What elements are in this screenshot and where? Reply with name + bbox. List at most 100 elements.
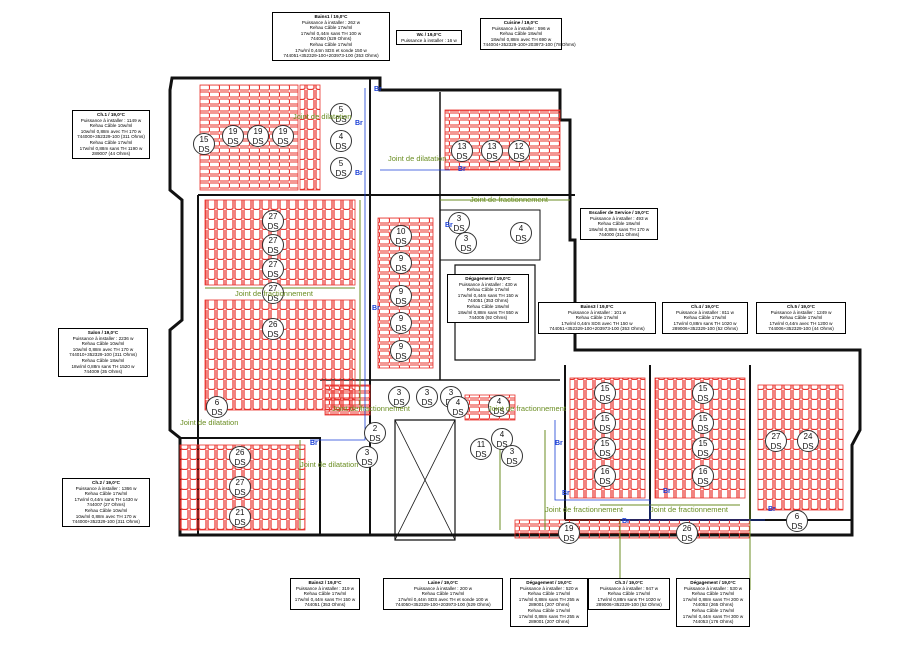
zone-unit: DS	[211, 408, 223, 417]
zone-number: 15	[698, 414, 708, 423]
zone-unit: DS	[267, 294, 279, 303]
room-title: Ch.4 / 19,0°C	[691, 304, 719, 309]
thermostat-marker: Br	[555, 440, 563, 447]
room-line: Rehau Câble 18w/ml	[499, 31, 543, 37]
room-line: 17w/ml 0,44m SDS et sonde 150 w	[295, 47, 367, 53]
room-line: Puissance à installer : 200 w	[413, 585, 473, 591]
zone-unit: DS	[395, 297, 407, 306]
room-title: Ch.2 / 19,0°C	[92, 480, 120, 485]
room-title: Ch.1 / 19,0°C	[97, 112, 125, 117]
joint-label: Joint de fractionnement	[332, 404, 410, 413]
joint-label: Joint de dilatation	[180, 418, 239, 427]
zone-number: 2	[372, 424, 378, 433]
zone-number: 19	[253, 127, 263, 136]
room-line: 18w/ml 0,88m sans TH 550 w	[457, 309, 519, 315]
room-label-salon: Salon / 19,0°C Puissance à installer : 2…	[58, 328, 148, 377]
room-line: Rehau Câble 10w/ml	[89, 123, 133, 129]
room-line: 744050+352329-100+203973-100 (529 Ohms)	[395, 602, 491, 608]
room-line: 17w/ml 0,44m SDS avec TH 150 w	[561, 320, 633, 326]
room-line: Puissance à installer : 1366 w	[75, 485, 137, 491]
room-line: 17w/ml 0,44m sans TH 100 w	[300, 30, 362, 36]
room-line: Puissance à installer : 1249 w	[770, 309, 832, 315]
zone-number: 6	[214, 398, 220, 407]
room-label-degagement1: Dégagement / 19,0°C Puissance à installe…	[447, 274, 529, 323]
room-line: 744051 (353 Ohms)	[304, 602, 346, 608]
room-line: 744006+352329-100 (44 Ohms)	[768, 326, 834, 332]
room-line: 18w/ml 0,88m avec TH 690 w	[490, 36, 552, 42]
zone-number: 16	[698, 467, 708, 476]
zone-number: 27	[268, 212, 278, 221]
zone-unit: DS	[227, 137, 239, 146]
zone-number: 3	[456, 214, 462, 223]
room-line: 10w/ml 0,88m avec TH 170 w	[80, 128, 142, 134]
zone-unit: DS	[513, 152, 525, 161]
room-label-bains1: Bains1 / 19,0°C Puissance à installer : …	[272, 12, 390, 61]
zone-unit: DS	[252, 137, 264, 146]
zone-unit: DS	[267, 330, 279, 339]
room-line: 744052 (265 Ohms)	[692, 602, 734, 608]
zone-unit: DS	[452, 408, 464, 417]
room-label-degagement2: Dégagement / 19,0°C Puissance à installe…	[510, 578, 588, 627]
zone-unit: DS	[277, 137, 289, 146]
zone-number: 15	[600, 384, 610, 393]
thermostat-marker: Br	[355, 120, 363, 127]
room-label-ch5: Ch.5 / 19,0°C Puissance à installer : 12…	[756, 302, 846, 334]
room-line: Rehau Câble 10w/ml	[84, 507, 128, 513]
room-title: Ch.5 / 19,0°C	[787, 304, 815, 309]
room-line: Puissance à installer : 1149 w	[80, 117, 142, 123]
zone-number: 16	[600, 467, 610, 476]
zone-number: 15	[698, 384, 708, 393]
room-line: Puissance à installer : 493 w	[589, 215, 649, 221]
room-line: Puissance à installer : 530 w	[683, 585, 743, 591]
room-line: 744010+352329-100 (311 Ohms)	[69, 352, 137, 358]
room-line: 744053 (176 Ohms)	[692, 619, 734, 625]
room-line: Puissance à installer : 811 w	[676, 309, 734, 315]
room-label-ch3: Ch.3 / 19,0°C Puissance à installer : 94…	[588, 578, 670, 610]
zone-number: 13	[487, 142, 497, 151]
thermostat-marker: Br	[355, 170, 363, 177]
room-title: Dégagement / 19,0°C	[690, 580, 736, 585]
zone-unit: DS	[599, 449, 611, 458]
room-label-laine: Laine / 19,0°C Puissance à installer : 2…	[383, 578, 503, 610]
zone-number: 26	[268, 320, 278, 329]
zone-number: 9	[398, 314, 404, 323]
zone-unit: DS	[395, 237, 407, 246]
zone-unit: DS	[234, 458, 246, 467]
zone-number: 3	[424, 388, 430, 397]
room-label-ch1: Ch.1 / 19,0°C Puissance à installer : 11…	[72, 110, 150, 159]
zone-number: 27	[235, 478, 245, 487]
zone-unit: DS	[475, 450, 487, 459]
zone-unit: DS	[234, 488, 246, 497]
cable-zone-small1	[324, 384, 371, 416]
zone-unit: DS	[335, 142, 347, 151]
room-line: Rehau Câble 17w/ml	[607, 591, 651, 597]
room-line: 289001 (207 Ohms)	[528, 619, 570, 625]
room-line: Rehau Câble 17w/ml	[527, 591, 571, 597]
room-line: 17w/ml 0,88m sans TH 1190 w	[79, 145, 143, 151]
joint-label: Joint de dilatation	[293, 112, 352, 121]
zone-unit: DS	[456, 152, 468, 161]
thermostat-marker: Br	[622, 518, 630, 525]
zone-unit: DS	[267, 270, 279, 279]
zone-unit: DS	[460, 244, 472, 253]
zone-number: 3	[364, 448, 370, 457]
thermostat-marker: Br	[768, 506, 776, 513]
zone-unit: DS	[267, 246, 279, 255]
